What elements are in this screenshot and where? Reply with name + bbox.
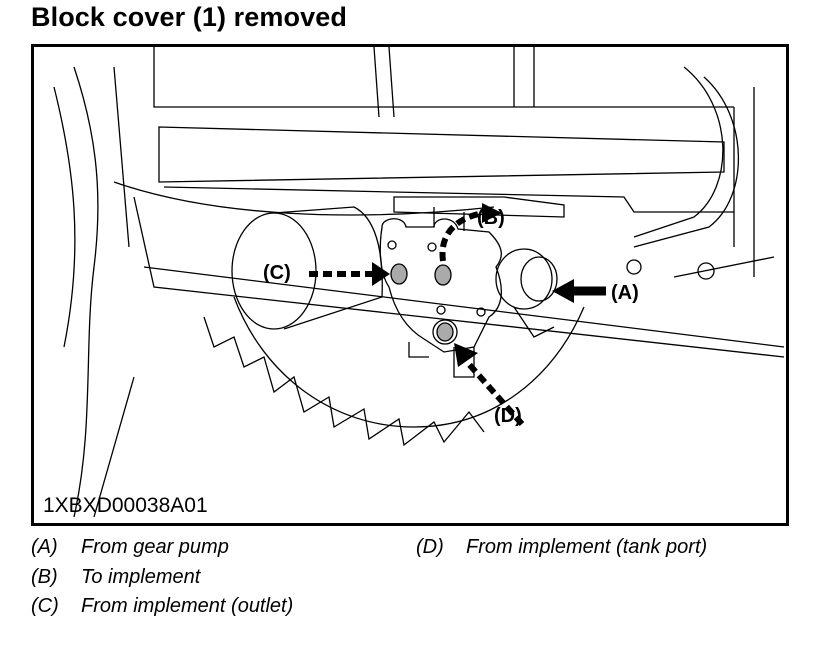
page-title: Block cover (1) removed: [31, 2, 347, 32]
legend-item-b: (B) To implement: [31, 566, 200, 589]
legend-text: From gear pump: [81, 536, 229, 558]
legend-item-a: (A) From gear pump: [31, 536, 229, 559]
legend-key: (A): [31, 536, 58, 558]
legend-key: (B): [31, 566, 58, 588]
legend-text: From implement (outlet): [81, 595, 294, 617]
legend-text: To implement: [81, 566, 201, 588]
figure-frame: (B) (C) (A) (D) 1XBXD00038A01: [31, 44, 789, 526]
callout-c: (C): [263, 262, 291, 284]
callout-d: (D): [494, 405, 522, 427]
callout-b: (B): [477, 207, 505, 229]
legend-text: From implement (tank port): [466, 536, 708, 558]
hydraulic-block-illustration: [53, 47, 785, 518]
callout-a: (A): [611, 282, 639, 304]
legend-key: (C): [31, 595, 59, 617]
figure-id: 1XBXD00038A01: [43, 494, 208, 517]
legend-key: (D): [416, 536, 444, 558]
legend-item-c: (C) From implement (outlet): [31, 595, 293, 618]
legend-item-d: (D) From implement (tank port): [416, 536, 707, 559]
